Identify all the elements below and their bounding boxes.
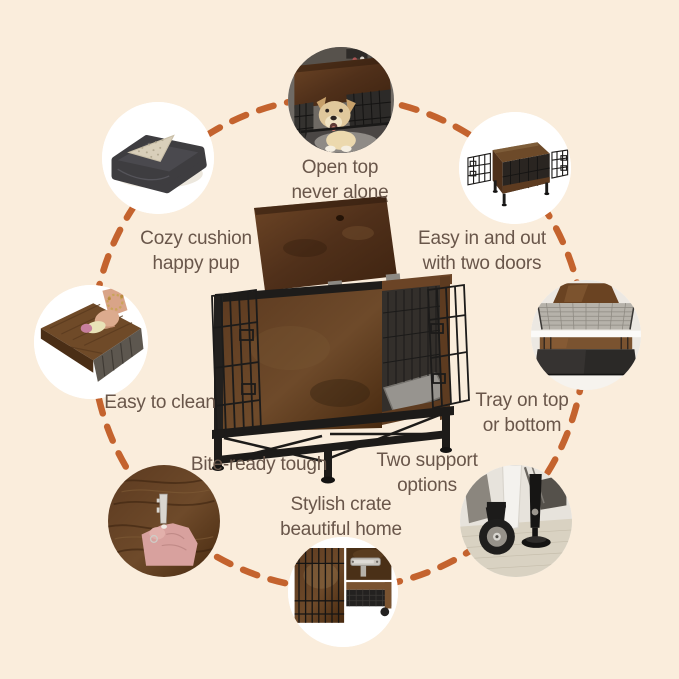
dog-crate-illustration	[211, 196, 470, 484]
tray-positions-illustration	[531, 280, 641, 390]
key-on-wood-illustration	[108, 465, 220, 577]
label-line: never alone	[291, 182, 389, 203]
feature-photo-two-support	[460, 465, 572, 577]
label-line: options	[397, 475, 457, 496]
label-line: beautiful home	[280, 519, 402, 540]
feature-photo-easy-clean	[34, 285, 148, 399]
label-line: or bottom	[482, 415, 562, 436]
crate-two-doors-illustration	[459, 112, 571, 224]
feature-photo-stylish-crate	[288, 537, 398, 647]
feature-label-cozy-cushion: Cozy cushion happy pup	[96, 226, 296, 276]
label-line: Easy to clean	[104, 392, 216, 413]
feature-label-easy-clean: Easy to clean	[60, 390, 260, 415]
label-line: Cozy cushion	[140, 228, 252, 249]
feature-photo-bite-ready	[108, 465, 220, 577]
label-line: Stylish crate	[290, 494, 392, 515]
cushion-illustration	[102, 102, 214, 214]
crate-detail-collage-illustration	[288, 537, 398, 647]
feature-photo-cozy-cushion	[102, 102, 214, 214]
feature-photo-tray	[531, 280, 641, 390]
label-line: Bite-ready tough	[190, 454, 328, 475]
feature-label-bite-ready: Bite-ready tough	[159, 452, 359, 477]
feature-label-tray: Tray on top or bottom	[422, 388, 622, 438]
label-line: with two doors	[422, 253, 542, 274]
feature-label-open-top: Open top never alone	[240, 155, 440, 205]
dog-in-crate-photo-illustration	[288, 47, 394, 153]
wiping-tabletop-illustration	[34, 285, 148, 399]
label-line: Easy in and out	[418, 228, 546, 249]
feature-photo-open-top	[288, 47, 394, 153]
center-product-image	[190, 178, 475, 493]
feature-label-two-doors: Easy in and out with two doors	[382, 226, 582, 276]
feature-label-two-support: Two support options	[327, 448, 527, 498]
label-line: Open top	[301, 157, 379, 178]
label-line: happy pup	[152, 253, 240, 274]
caster-and-foot-illustration	[460, 465, 572, 577]
label-line: Two support	[376, 450, 478, 471]
feature-photo-two-doors	[459, 112, 571, 224]
label-line: Tray on top	[475, 390, 569, 411]
feature-label-stylish-crate: Stylish crate beautiful home	[241, 492, 441, 542]
